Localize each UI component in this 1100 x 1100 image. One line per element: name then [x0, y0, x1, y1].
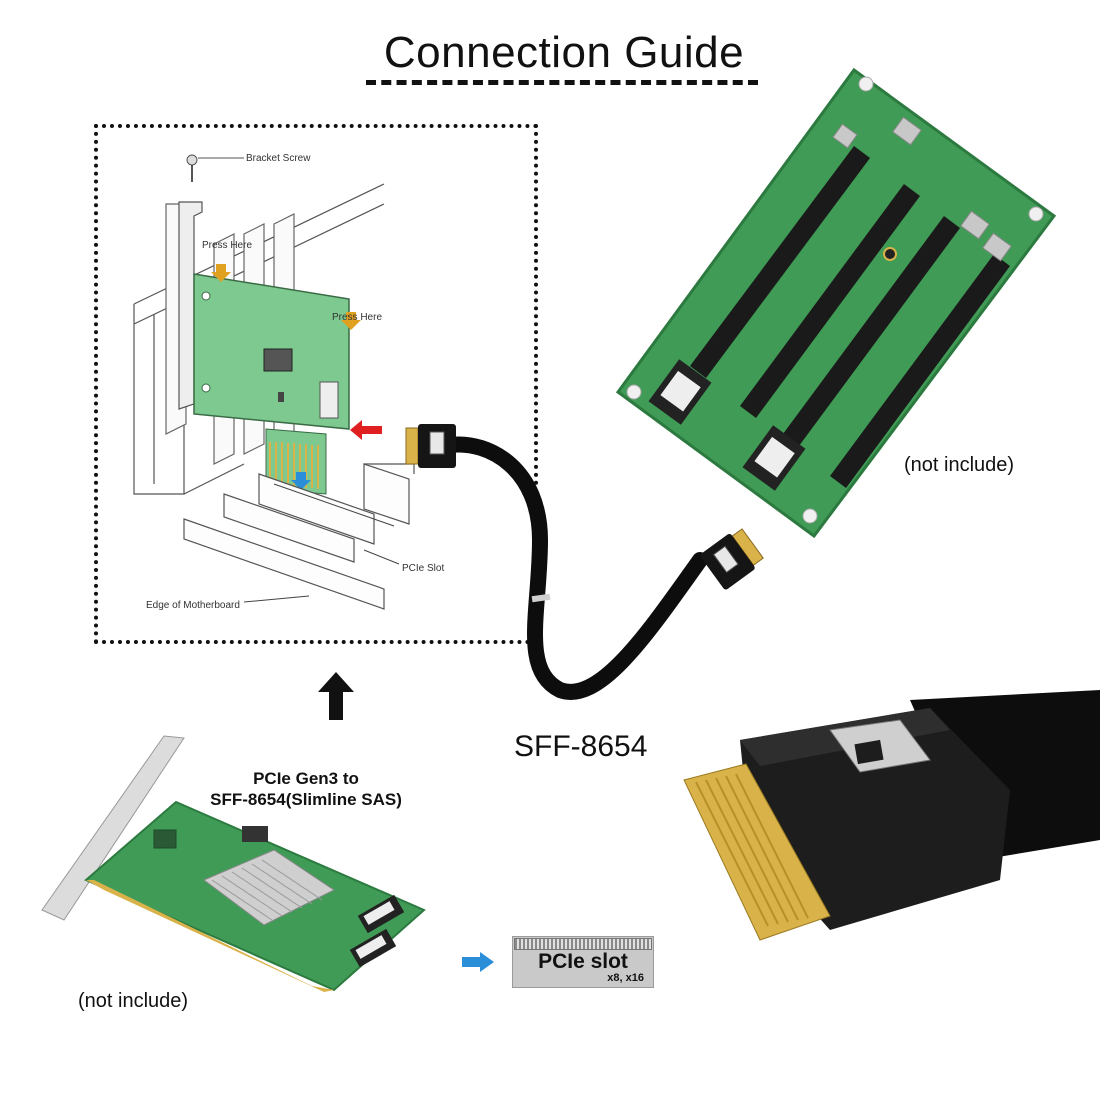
riser-pcie-slots — [690, 146, 1010, 488]
label-edge-of-motherboard: Edge of Motherboard — [146, 600, 240, 611]
pcie-slot-sizes: x8, x16 — [607, 972, 644, 984]
pcie-slot-title: PCIe slot — [538, 950, 628, 973]
press-arrow-icon — [211, 264, 231, 282]
card-bracket — [178, 201, 203, 410]
cable-body — [442, 436, 708, 700]
install-illustration: Bracket Screw Press Here Press Here PCIe… — [133, 153, 444, 611]
card-not-included-label: (not include) — [78, 990, 189, 1012]
red-arrow-icon — [350, 420, 382, 440]
cable-connector-left — [405, 424, 456, 468]
riser-board — [615, 67, 1057, 539]
label-sff8654: SFF-8654 — [514, 730, 648, 763]
latch — [829, 719, 931, 773]
gold-fingers — [695, 773, 809, 927]
press-arrow-icon — [341, 312, 361, 330]
riser-not-included-label: (not include) — [904, 454, 1015, 476]
label-press-here-1: Press Here — [202, 240, 252, 251]
cable-connector-right — [700, 528, 764, 590]
cable-tie — [531, 593, 551, 603]
right-arrow-icon — [462, 952, 494, 972]
label-pcie-slot: PCIe Slot — [402, 563, 444, 574]
title-dashed-rule — [366, 80, 758, 85]
motherboard-slots — [183, 463, 415, 610]
pcie-slot-teeth — [514, 938, 652, 950]
page-title: Connection Guide — [383, 28, 745, 77]
card-title: PCIe Gen3 to SFF-8654(Slimline SAS) — [196, 768, 416, 810]
connector-closeup — [683, 690, 1100, 941]
label-press-here-2: Press Here — [332, 312, 382, 323]
riser-sff-connectors — [648, 359, 806, 491]
down-arrow-icon — [291, 472, 311, 490]
card-title-line2: SFF-8654(Slimline SAS) — [210, 790, 402, 809]
card-title-line1: PCIe Gen3 to — [253, 769, 359, 788]
inset-card — [193, 273, 350, 495]
sff8654-cable — [405, 424, 764, 700]
label-bracket-screw: Bracket Screw — [246, 153, 311, 164]
raid-card — [41, 735, 426, 992]
heatsink — [203, 849, 335, 926]
bracket-screw-icon — [186, 154, 198, 182]
up-arrow-icon — [318, 672, 354, 720]
